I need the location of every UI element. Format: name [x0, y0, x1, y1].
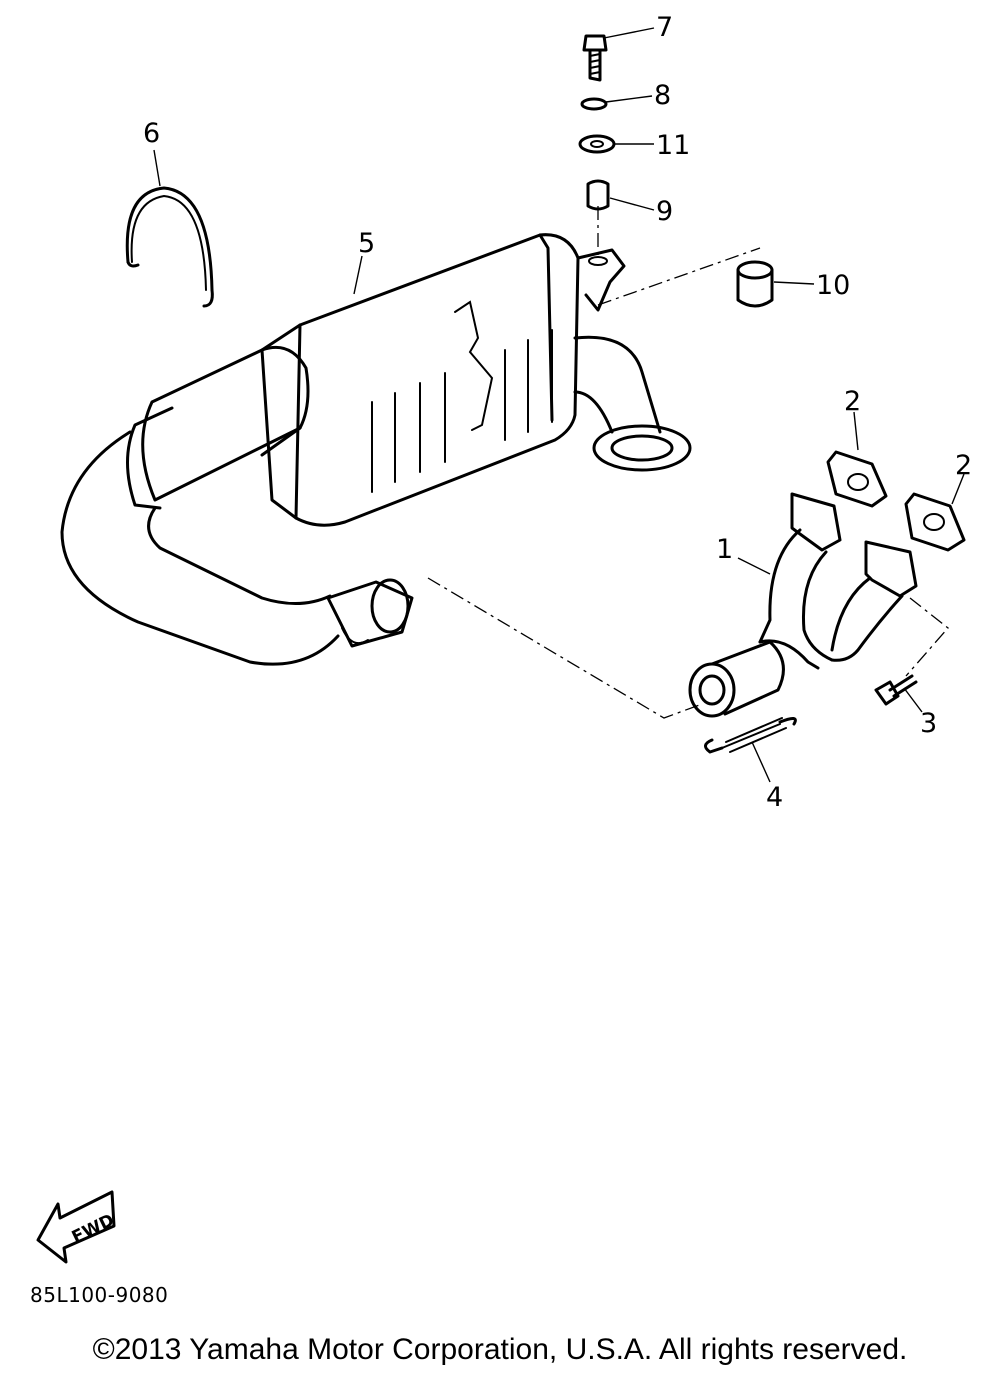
callout-8: 8 [654, 80, 671, 111]
callout-9: 9 [656, 196, 673, 227]
callout-2a: 2 [844, 386, 861, 417]
alignment-line-bolt [905, 597, 949, 677]
alignment-line-pipe [427, 577, 703, 719]
fwd-direction-arrow: FWD [36, 1190, 118, 1264]
callout-2b: 2 [955, 450, 972, 481]
part-10-damper [736, 260, 774, 308]
part-6-spring [125, 186, 214, 308]
callout-4: 4 [766, 782, 783, 813]
mount-hardware [578, 34, 616, 211]
copyright-notice: ©2013 Yamaha Motor Corporation, U.S.A. A… [92, 1333, 908, 1366]
part-4-spring [704, 717, 797, 754]
part-1-exhaust-pipe [688, 492, 918, 718]
callout-10: 10 [816, 270, 850, 301]
callout-3: 3 [920, 708, 937, 739]
fwd-label: FWD [69, 1210, 118, 1247]
part-3-bolt [874, 674, 918, 706]
callout-11: 11 [656, 130, 690, 161]
callout-leaders [153, 27, 965, 783]
callout-5: 5 [358, 228, 375, 259]
part-2-gaskets [826, 450, 966, 552]
alignment-line-10 [597, 247, 761, 306]
part-5-muffler [60, 233, 692, 666]
callout-1: 1 [716, 534, 733, 565]
callout-6: 6 [143, 118, 160, 149]
callout-7: 7 [656, 12, 673, 43]
diagram-code: 85L100-9080 [30, 1283, 169, 1307]
